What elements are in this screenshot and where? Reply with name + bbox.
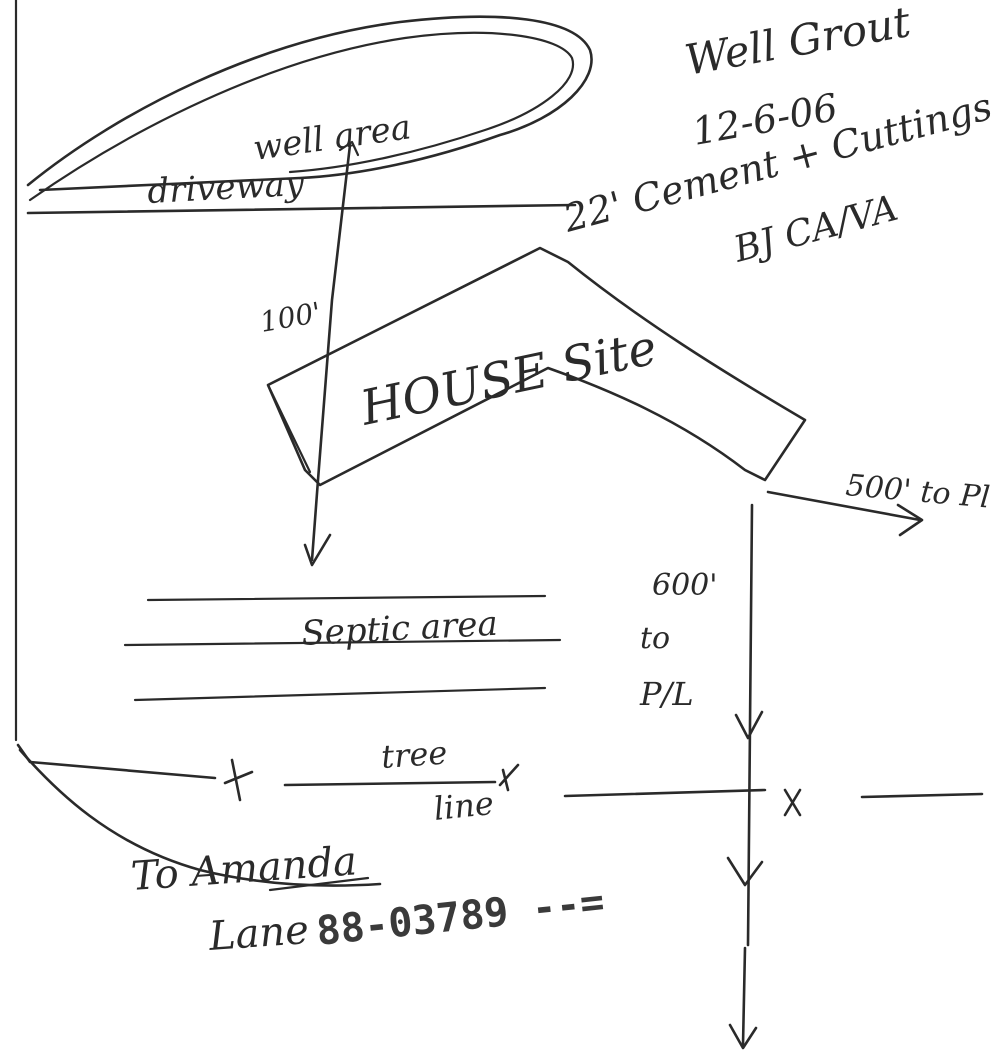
tree-line-segment-1 [16, 743, 217, 780]
tree-marker-2 [498, 763, 520, 792]
arrow-to-pl-east [766, 490, 922, 522]
well-marker [338, 140, 360, 157]
well-to-septic-arrowhead [303, 533, 332, 567]
pl-south-distance-line-2: to [640, 621, 670, 656]
septic-line-1 [146, 594, 547, 602]
tree-marker-3 [783, 788, 802, 817]
road-label-line-1: To Amanda [129, 838, 358, 900]
road-curve [18, 748, 382, 887]
well-to-septic-distance: 100' [257, 296, 323, 339]
arrow-to-pl-south-head-1 [734, 710, 764, 740]
arrow-to-pl-south-tail [741, 946, 747, 1047]
house-left-edge [266, 383, 312, 474]
pl-east-distance-label: 500' to Pl [844, 468, 991, 515]
well-grout-label: Well Grout [681, 0, 914, 85]
tree-line-segment-2 [283, 780, 497, 787]
arrow-to-pl-south-head-3 [728, 1023, 758, 1050]
septic-line-3 [133, 686, 547, 702]
permit-number-stamp: 88-03789 --= [314, 879, 606, 955]
driveway-outer-loop [26, 15, 593, 192]
arrow-to-pl-east-head [896, 503, 924, 537]
pl-south-distance-line-1: 600' [652, 568, 718, 603]
inspector-label: BJ CA/VA [729, 188, 902, 271]
driveway-label: driveway [146, 164, 305, 212]
arrow-to-pl-south-head-2 [726, 856, 764, 887]
road-label-line-2: Lane [206, 907, 310, 960]
tree-line-segment-4 [860, 792, 984, 799]
tree-line-label-2: line [432, 784, 496, 828]
house-site-label: HOUSE Site [355, 319, 662, 437]
driveway-bottom-line [26, 203, 577, 215]
arrow-to-pl-south [746, 503, 754, 947]
house-site-outline [266, 246, 807, 487]
tree-marker-1 [223, 758, 254, 802]
septic-area-label: Septic area [300, 604, 498, 654]
tree-line-segment-3 [563, 788, 767, 798]
well-to-septic-line [310, 143, 352, 562]
tree-line-label-1: tree [380, 733, 449, 776]
septic-line-2 [123, 638, 562, 647]
pl-south-distance-line-3: P/L [639, 675, 694, 713]
driveway-inner-loop [28, 31, 575, 202]
well-area-label: well area [251, 107, 414, 169]
road-strike-line [268, 876, 370, 892]
